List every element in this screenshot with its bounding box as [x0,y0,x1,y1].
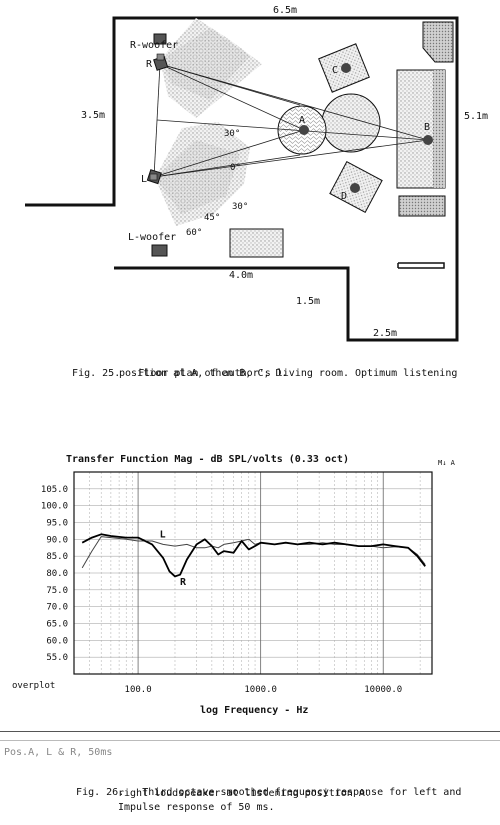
fig26-line2-text: right loudspeaker at listening position … [118,788,371,799]
label-l: L [141,174,147,185]
chart-title: Transfer Function Mag - dB SPL/volts (0.… [66,453,349,465]
y-tick-label: 80.0 [46,569,68,579]
front-table [229,228,284,258]
x-tick-label: 100.0 [125,685,152,695]
l-woofer-label: L-woofer [128,232,176,243]
fig25-line1: Floor plan of author's living room. Opti… [138,368,458,379]
plot-frame [73,471,433,675]
series-lines [81,533,426,578]
position-a-dot [299,125,309,135]
label-c: C [332,65,338,76]
y-tick-label: 75.0 [46,586,68,596]
dim-left-depth: 3.5m [81,110,105,121]
radiation-pattern-r [160,18,262,118]
dim-front: 4.0m [229,270,253,281]
series-label-r: R [180,577,187,588]
fig25-line2-text: position at A, then B, C, D. [119,368,288,379]
x-tick-label: 1000.0 [244,685,277,695]
series-labels: LR [160,530,187,588]
angle-30-lower: 30° [232,202,248,212]
label-b: B [424,122,430,133]
frequency-response-chart: Transfer Function Mag - dB SPL/volts (0.… [12,453,456,716]
y-tick-label: 85.0 [46,552,68,562]
separator-rule-2 [0,740,500,741]
dim-width: 6.5m [273,5,297,16]
y-tick-labels: 105.0 100.0 95.0 90.0 85.0 80.0 75.0 70.0 65.0 60… [41,485,68,663]
x-tick-label: 10000.0 [364,685,402,695]
right-margin-mark: M↓ A [438,459,456,467]
listening-lines [153,63,429,178]
y-tick-label: 70.0 [46,603,68,613]
fig26-number: Fig. 26. [76,787,125,798]
dim-right-depth: 5.1m [464,111,488,122]
angle-0: 0° [230,163,241,173]
series-line-r [81,533,426,578]
y-tick-label: 95.0 [46,519,68,529]
label-d: D [341,191,347,202]
y-tick-label: 60.0 [46,636,68,646]
radiation-pattern-l [155,122,250,226]
y-tick-label: 100.0 [41,502,68,512]
y-tick-label: 65.0 [46,620,68,630]
round-table-right [321,93,381,153]
l-woofer-box [151,244,168,257]
corner-plant [422,21,454,63]
angle-30-upper: 30° [224,129,240,139]
y-tick-label: 55.0 [46,653,68,663]
label-r: R [146,59,153,70]
side-table [398,195,446,217]
r-woofer-box [153,33,167,45]
separator-rule-1 [0,731,500,732]
position-d-dot [350,183,360,193]
dim-step: 1.5m [296,296,320,307]
fig25-caption: Fig. 25. Floor plan of author's living r… [60,354,457,380]
chart-grid [74,472,432,674]
x-axis-label: log Frequency - Hz [200,705,308,716]
position-c-dot [341,63,351,73]
r-woofer-label: R-woofer [130,40,178,51]
x-tick-labels: 100.0 1000.0 10000.0 [125,685,403,695]
overplot-label: overplot [12,681,55,691]
angle-60: 60° [186,228,202,238]
fig26-line1: Third octave smoothed frequency response… [142,787,462,798]
fig26-caption: Fig. 26. Third octave smoothed frequency… [64,773,461,799]
y-tick-label: 90.0 [46,535,68,545]
bottom-note: Pos.A, L & R, 50ms [4,747,113,758]
fig26-line3-text: Impulse response of 50 ms. [118,802,275,813]
room-walls [25,16,459,342]
y-tick-label: 105.0 [41,485,68,495]
angle-45: 45° [204,213,220,223]
floor-plan: 6.5m 3.5m 5.1m 4.0m 1.5m 2.5m R-woofer L… [25,5,488,342]
position-b-dot [423,135,433,145]
label-a: A [299,115,305,126]
fig25-number: Fig. 25. [72,368,121,379]
series-line-l [81,536,426,569]
dim-corner: 2.5m [373,328,397,339]
series-label-l: L [160,530,166,541]
